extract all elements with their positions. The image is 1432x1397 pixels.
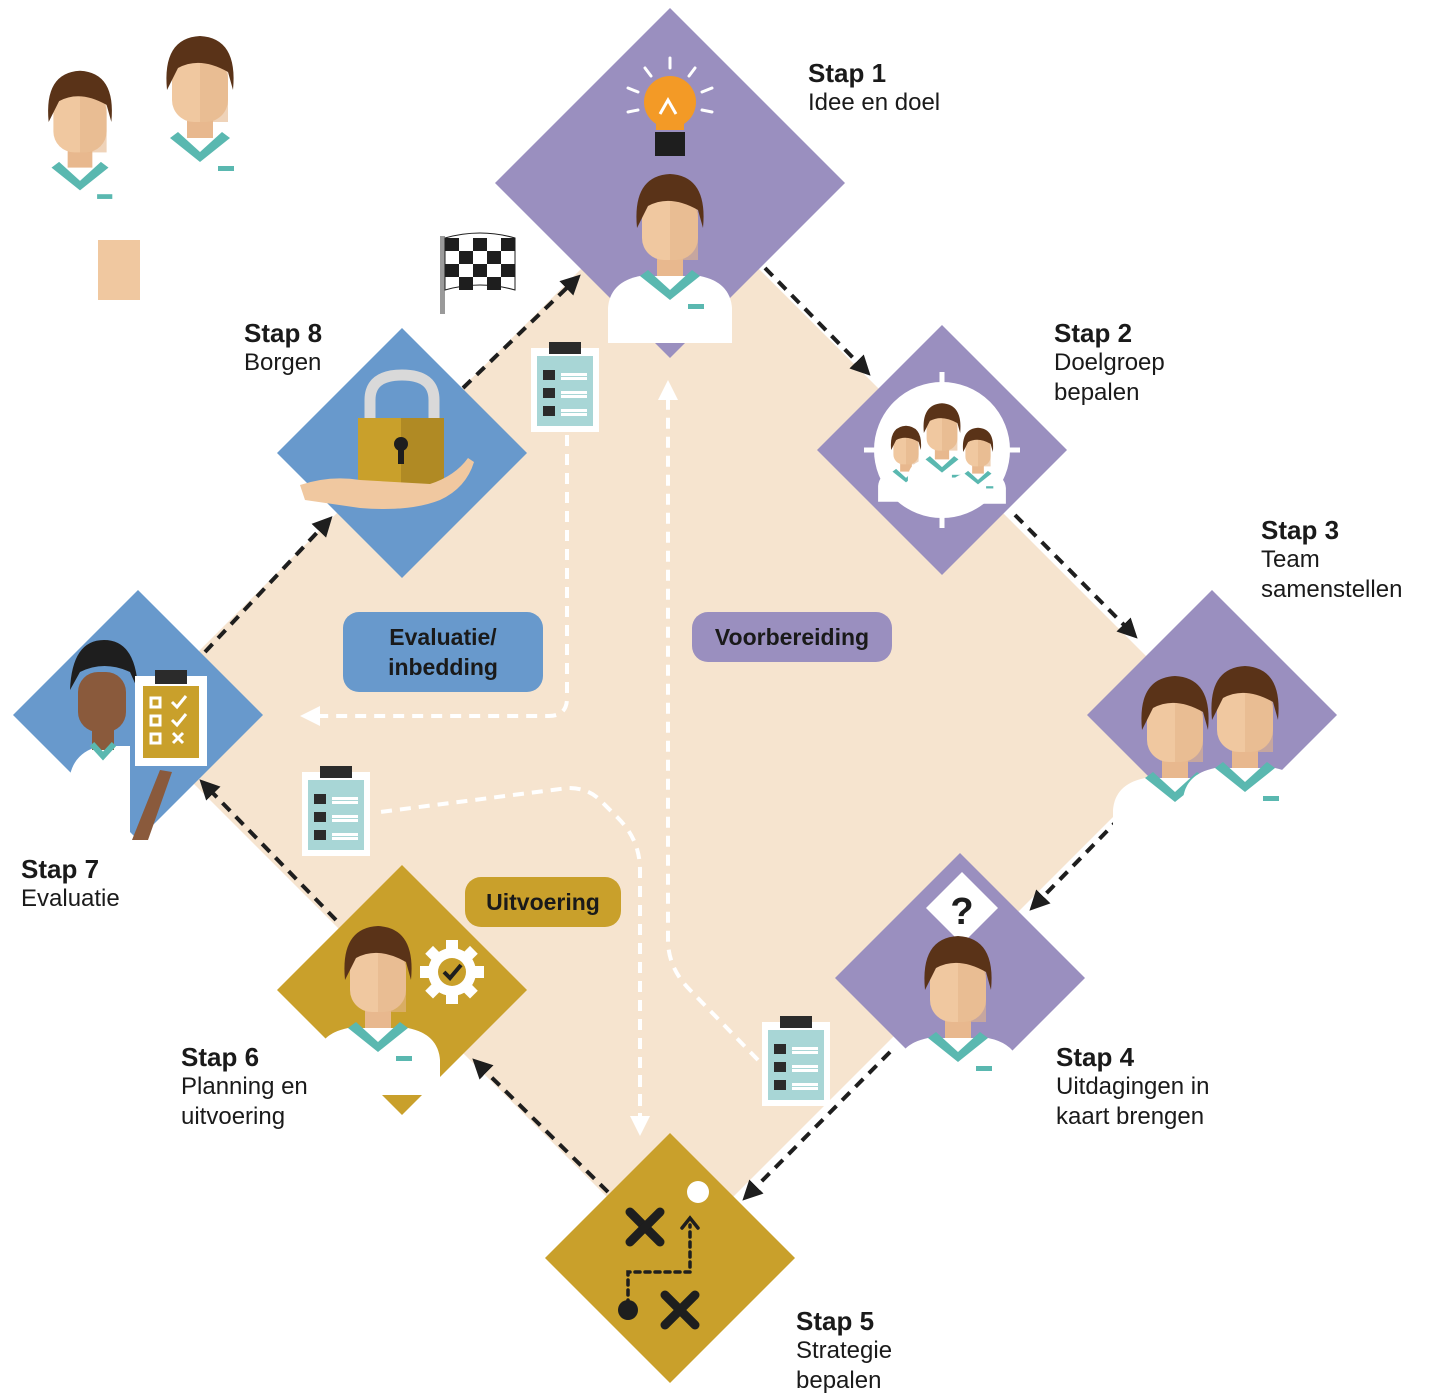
arrow-step5-step6 — [472, 1058, 610, 1194]
step-description: Planning en uitvoering — [181, 1073, 308, 1130]
step-title: Stap 4 — [1056, 1042, 1135, 1072]
step-5-label: Stap 5 Strategie bepalen — [796, 1306, 892, 1396]
step-6-label: Stap 6 Planning en uitvoering — [181, 1042, 308, 1132]
step-8-diamond — [277, 328, 527, 578]
step-8-label: Stap 8 Borgen — [244, 318, 322, 378]
padlock-hand-icon — [300, 369, 474, 509]
arrow-step8-step1 — [461, 274, 581, 390]
step-title: Stap 6 — [181, 1042, 260, 1072]
step-7-label: Stap 7 Evaluatie — [21, 854, 120, 914]
step-title: Stap 1 — [808, 58, 887, 88]
arrow-step7-step8 — [203, 516, 333, 654]
caregiver-icon — [70, 640, 138, 840]
lightbulb-icon — [626, 56, 714, 156]
finish-flag-icon — [440, 232, 516, 314]
clipboard-icon — [302, 766, 370, 856]
step-description: Uitdagingen in kaart brengen — [1056, 1073, 1210, 1130]
step-title: Stap 2 — [1054, 318, 1133, 348]
step-title: Stap 7 — [21, 854, 100, 884]
step-description: Idee en doel — [808, 89, 941, 116]
step-description: Strategie bepalen — [796, 1337, 893, 1394]
cycle-arrows — [199, 266, 1149, 1201]
phase-evaluation-pill: Evaluatie/ inbedding — [343, 612, 543, 692]
step-description: Doelgroep bepalen — [1054, 349, 1165, 406]
inner-arrows — [300, 380, 760, 1136]
step-title: Stap 5 — [796, 1306, 875, 1336]
step-description: Evaluatie — [21, 885, 120, 912]
arrow-to-step1 — [658, 380, 760, 1062]
step-title: Stap 8 — [244, 318, 323, 348]
phase-execution-pill: Uitvoering — [465, 877, 621, 927]
step-2-diamond — [817, 325, 1067, 575]
step-3-label: Stap 3 Team samenstellen — [1261, 515, 1402, 605]
target-group-icon — [864, 372, 1020, 528]
gear-check-icon — [420, 940, 484, 1004]
step-2-label: Stap 2 Doelgroep bepalen — [1054, 318, 1165, 408]
step-6-diamond — [277, 865, 527, 1115]
phase-preparation-pill: Voorbereiding — [692, 612, 892, 662]
svg-text:?: ? — [950, 891, 973, 933]
arrow-step4-step5 — [742, 1050, 892, 1201]
step-description: Team samenstellen — [1261, 546, 1403, 603]
question-icon: ? — [926, 872, 998, 944]
clipboard-icon — [531, 342, 599, 432]
arrow-to-evaluation — [300, 435, 569, 726]
caregivers-icon — [21, 36, 262, 300]
step-4-diamond: ? — [835, 853, 1085, 1105]
step-1-label: Stap 1 Idee en doel — [808, 58, 940, 118]
step-5-diamond — [545, 1133, 795, 1383]
clipboard-icon — [762, 1016, 830, 1106]
arrow-step1-step2 — [763, 266, 871, 376]
arrow-to-strategy — [379, 785, 642, 1125]
step-description: Borgen — [244, 349, 322, 376]
step-7-diamond — [13, 590, 263, 840]
step-4-label: Stap 4 Uitdagingen in kaart brengen — [1056, 1042, 1209, 1132]
arrow-step2-step3 — [1013, 513, 1138, 639]
step-1-diamond — [495, 8, 845, 358]
clipboard-checklist-icon — [132, 670, 207, 840]
strategy-icon — [618, 1181, 709, 1330]
step-3-diamond — [1087, 590, 1337, 845]
step-title: Stap 3 — [1261, 515, 1340, 545]
arrow-step6-step7 — [199, 779, 338, 922]
